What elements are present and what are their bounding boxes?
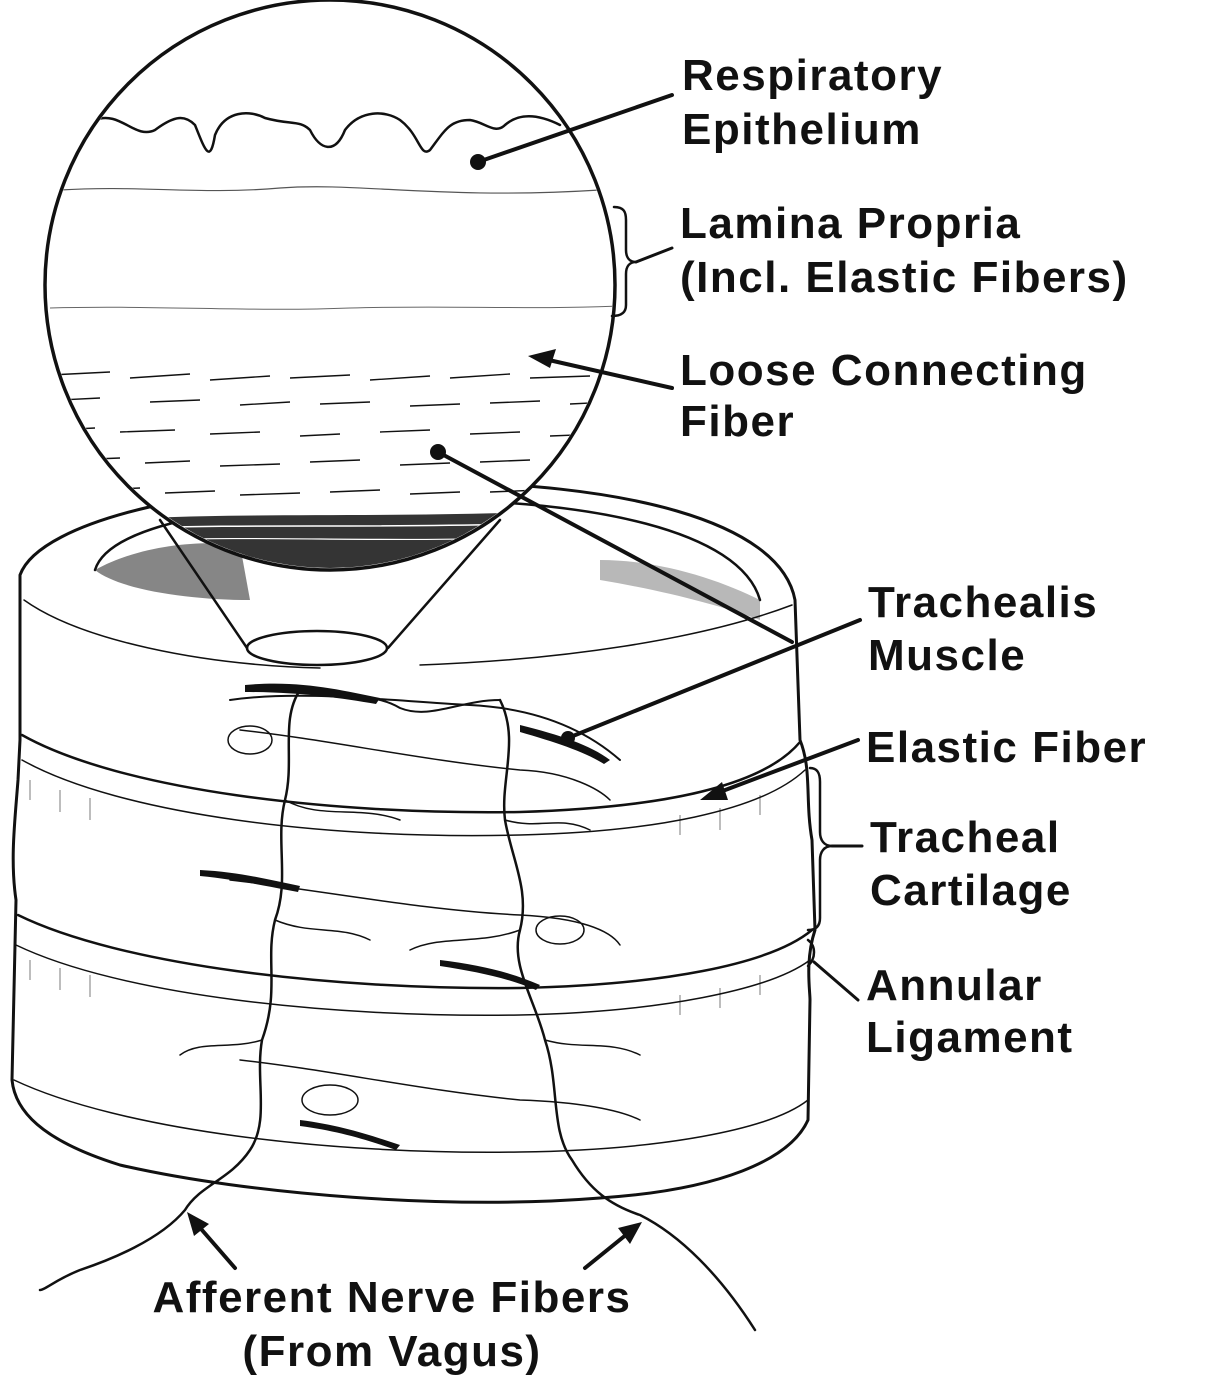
- ring-line: [14, 1080, 808, 1152]
- ring-line: [16, 945, 810, 1015]
- trachea-cylinder: [12, 482, 815, 1330]
- nerve-fibers: [40, 690, 755, 1330]
- label-respiratory-line2: Epithelium: [682, 105, 922, 154]
- leader-elastic: [712, 740, 858, 795]
- label-afferent-line1: Afferent Nerve Fibers: [153, 1273, 632, 1322]
- label-afferent-line2: (From Vagus): [242, 1327, 541, 1376]
- leader-trachealis-upper: [438, 452, 792, 642]
- label-cartilage-line1: Tracheal: [870, 813, 1061, 862]
- dot-trachealis-upper: [430, 444, 446, 460]
- label-cartilage-line2: Cartilage: [870, 866, 1072, 915]
- label-annular-line2: Ligament: [866, 1013, 1074, 1062]
- label-elastic-fiber: Elastic Fiber: [866, 723, 1147, 772]
- label-trachealis-line2: Muscle: [868, 631, 1026, 680]
- dot-respiratory: [470, 154, 486, 170]
- ring-boundary-2: [18, 915, 812, 988]
- label-lamina-line2: (Incl. Elastic Fibers): [680, 253, 1129, 302]
- magnified-circle-bg: [45, 0, 615, 570]
- leader-trachealis-lower: [568, 620, 860, 738]
- label-loose-line2: Fiber: [680, 397, 795, 446]
- label-loose-line1: Loose Connecting: [680, 346, 1088, 395]
- sample-region: [247, 631, 387, 665]
- ring-line: [22, 760, 805, 836]
- label-annular-line1: Annular: [866, 961, 1043, 1010]
- ring-boundary-1: [22, 735, 800, 812]
- label-trachealis-line1: Trachealis: [868, 578, 1098, 627]
- label-respiratory-line1: Respiratory: [682, 51, 943, 100]
- dot-trachealis-lower: [561, 731, 575, 745]
- label-lamina-line1: Lamina Propria: [680, 199, 1021, 248]
- leader-annular: [814, 962, 858, 1000]
- leader-lamina: [636, 248, 672, 262]
